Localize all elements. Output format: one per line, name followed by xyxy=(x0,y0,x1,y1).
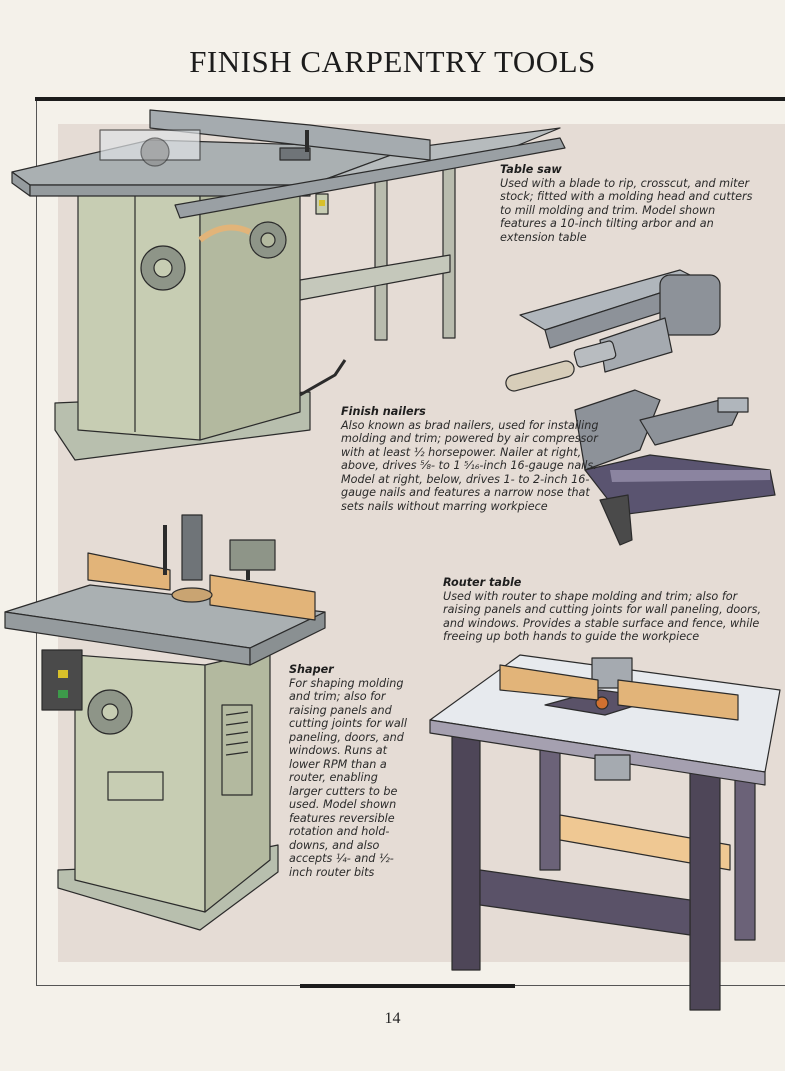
router-table-description: Used with router to shape molding and tr… xyxy=(443,589,762,644)
shaper-heading: Shaper xyxy=(289,663,334,676)
table-saw-caption: Table saw Used with a blade to rip, cros… xyxy=(500,163,765,244)
table-saw-heading: Table saw xyxy=(500,163,562,176)
top-rule xyxy=(35,97,785,101)
router-table-caption: Router table Used with router to shape m… xyxy=(443,576,763,644)
finish-nailers-caption: Finish nailers Also known as brad nailer… xyxy=(341,405,599,513)
shaper-description: For shaping molding and trim; also for r… xyxy=(289,676,407,879)
finish-nailers-description: Also known as brad nailers, used for ins… xyxy=(341,418,599,513)
shaper-illustration xyxy=(4,514,326,931)
page-title: FINISH CARPENTRY TOOLS xyxy=(189,44,596,79)
router-table-illustration xyxy=(429,654,781,1011)
shaper-caption: Shaper For shaping molding and trim; als… xyxy=(289,663,407,879)
finish-nailer-bottom-illustration xyxy=(574,389,776,546)
table-saw-illustration xyxy=(11,109,566,461)
finish-nailers-heading: Finish nailers xyxy=(341,405,426,418)
bottom-rule xyxy=(300,984,515,988)
router-table-heading: Router table xyxy=(443,576,522,589)
table-saw-description: Used with a blade to rip, crosscut, and … xyxy=(500,176,753,244)
page-number: 14 xyxy=(384,1010,401,1027)
finish-nailer-top-illustration xyxy=(505,269,721,392)
